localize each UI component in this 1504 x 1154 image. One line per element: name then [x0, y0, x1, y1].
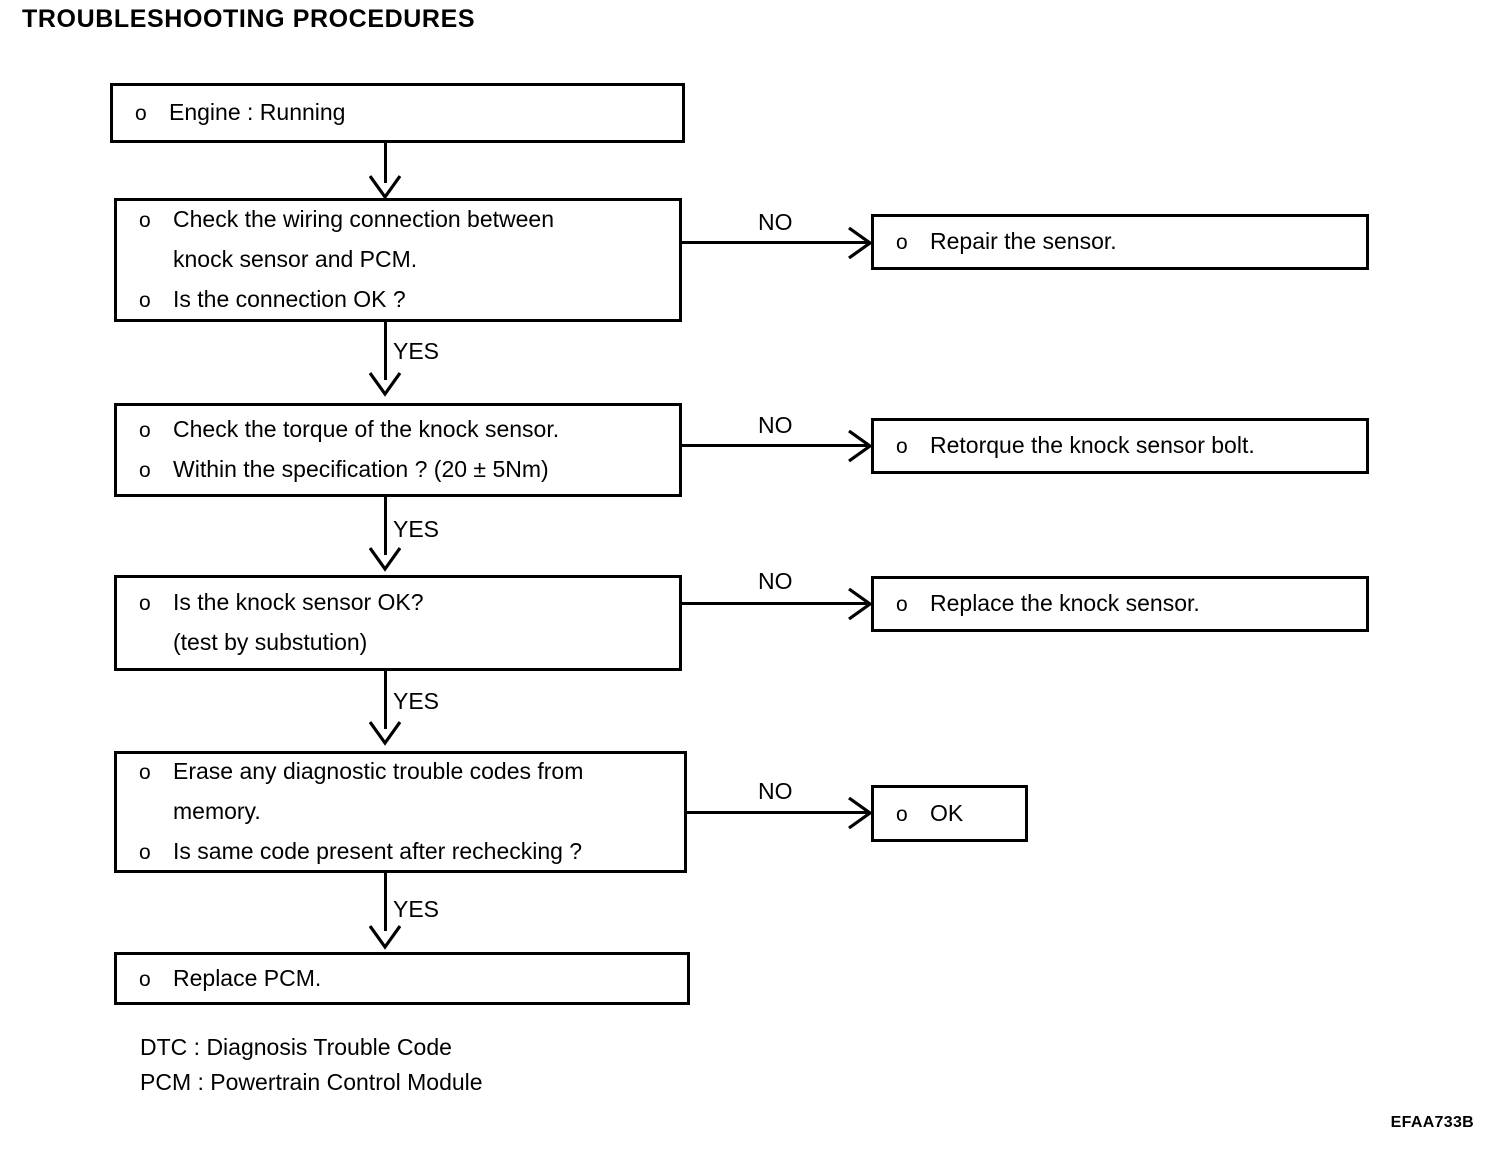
node-repair-sensor: o Repair the sensor. — [871, 214, 1369, 270]
node-line: o Within the specification ? (20 ± 5Nm) — [139, 450, 679, 490]
node-text: Replace PCM. — [173, 964, 322, 991]
node-text: Is the knock sensor OK? — [173, 589, 424, 615]
node-ok: o OK — [871, 785, 1028, 842]
node-text: knock sensor and PCM. — [173, 246, 418, 272]
node-line: o Check the wiring connection between — [139, 200, 679, 240]
node-text: Replace the knock sensor. — [930, 590, 1200, 616]
node-line: o Repair the sensor. — [896, 222, 1366, 262]
edge-label-yes: YES — [393, 516, 440, 542]
node-line: o Check the torque of the knock sensor. — [139, 410, 679, 450]
bullet-glyph: o — [139, 592, 151, 615]
node-line: o Replace the knock sensor. — [896, 584, 1366, 624]
bullet-glyph: o — [139, 209, 151, 232]
node-line: o (test by substution) — [139, 623, 679, 663]
node-erase-codes: o Erase any diagnostic trouble codes fro… — [114, 751, 687, 873]
connector-check-wiring-yes — [384, 322, 387, 380]
connector-erase-codes-yes — [384, 873, 387, 931]
node-line: o Is the connection OK ? — [139, 280, 679, 320]
connector-sensor-ok-no — [682, 602, 867, 605]
connector-check-torque-no — [682, 444, 867, 447]
node-line: o Engine : Running — [135, 93, 682, 133]
connector-sensor-ok-yes — [384, 671, 387, 729]
node-text: Erase any diagnostic trouble codes from — [173, 758, 584, 784]
edge-label-no: NO — [758, 412, 793, 438]
arrowhead-right — [848, 797, 874, 829]
bullet-glyph: o — [139, 967, 151, 991]
node-line: o OK — [896, 794, 1025, 834]
node-line: o knock sensor and PCM. — [139, 240, 679, 280]
bullet-glyph: o — [139, 419, 151, 442]
node-text: Check the wiring connection between — [173, 206, 555, 232]
arrowhead-right — [848, 430, 874, 462]
edge-label-yes: YES — [393, 338, 440, 364]
node-start: o Engine : Running — [110, 83, 685, 143]
bullet-glyph: o — [896, 593, 908, 616]
node-text: memory. — [173, 798, 261, 824]
node-text: Is same code present after rechecking ? — [173, 838, 583, 864]
node-replace-pcm: o Replace PCM. — [114, 952, 690, 1005]
legend-line-pcm: PCM : Powertrain Control Module — [140, 1069, 483, 1095]
connector-erase-codes-no — [687, 811, 867, 814]
node-text: Retorque the knock sensor bolt. — [930, 432, 1255, 458]
bullet-glyph: o — [896, 802, 908, 826]
node-sensor-ok: o Is the knock sensor OK? o (test by sub… — [114, 575, 682, 671]
bullet-glyph: o — [139, 459, 151, 482]
node-replace-sensor: o Replace the knock sensor. — [871, 576, 1369, 632]
edge-label-no: NO — [758, 778, 793, 804]
node-line: o Is same code present after rechecking … — [139, 832, 684, 872]
bullet-glyph: o — [139, 761, 151, 784]
node-text: Within the specification ? (20 ± 5Nm) — [173, 456, 549, 482]
edge-label-yes: YES — [393, 688, 440, 714]
legend-line-dtc: DTC : Diagnosis Trouble Code — [140, 1034, 452, 1060]
bullet-glyph: o — [139, 841, 151, 864]
connector-check-wiring-no — [682, 241, 867, 244]
node-retorque-bolt: o Retorque the knock sensor bolt. — [871, 418, 1369, 474]
legend: DTC : Diagnosis Trouble Code PCM : Power… — [140, 1030, 483, 1100]
bullet-glyph: o — [135, 102, 147, 125]
arrowhead-right — [848, 588, 874, 620]
connector-check-torque-yes — [384, 497, 387, 555]
edge-label-yes: YES — [393, 896, 440, 922]
node-text: OK — [930, 799, 964, 826]
arrowhead-right — [848, 227, 874, 259]
page-title: TROUBLESHOOTING PROCEDURES — [22, 5, 476, 33]
bullet-glyph: o — [896, 231, 908, 254]
node-line: o memory. — [139, 792, 684, 832]
node-text: Repair the sensor. — [930, 228, 1117, 254]
node-check-torque: o Check the torque of the knock sensor. … — [114, 403, 682, 497]
node-text: Engine : Running — [169, 99, 346, 125]
connector-start-to-check-wiring — [384, 143, 387, 183]
node-text: Is the connection OK ? — [173, 286, 406, 312]
node-line: o Is the knock sensor OK? — [139, 583, 679, 623]
node-line: o Retorque the knock sensor bolt. — [896, 426, 1366, 466]
bullet-glyph: o — [139, 289, 151, 312]
figure-code: EFAA733B — [1390, 1114, 1474, 1131]
node-text: (test by substution) — [173, 629, 368, 655]
node-text: Check the torque of the knock sensor. — [173, 416, 560, 442]
node-line: o Replace PCM. — [139, 959, 687, 999]
bullet-glyph: o — [896, 435, 908, 458]
node-line: o Erase any diagnostic trouble codes fro… — [139, 752, 684, 792]
edge-label-no: NO — [758, 209, 793, 235]
edge-label-no: NO — [758, 568, 793, 594]
node-check-wiring: o Check the wiring connection between o … — [114, 198, 682, 322]
